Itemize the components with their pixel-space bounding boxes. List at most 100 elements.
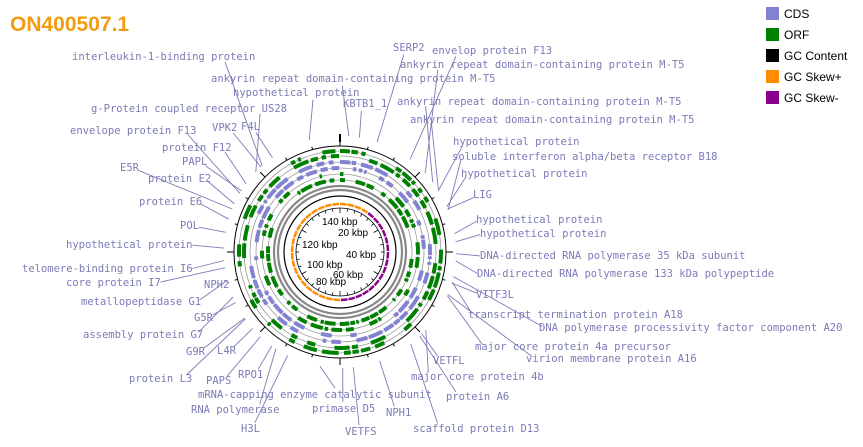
feature-label: transcript termination protein A18	[468, 309, 683, 321]
feature-label: hypothetical protein	[233, 87, 359, 99]
feature-label: VPK2	[212, 122, 237, 134]
feature-label: hypothetical protein	[461, 168, 587, 180]
cds-track	[416, 219, 422, 226]
inner-ruler-tick	[324, 210, 327, 214]
ruler-tick	[245, 304, 249, 307]
feature-label: envelop protein F13	[432, 45, 552, 57]
inner-ruler-tick	[373, 271, 379, 275]
ruler-tick	[392, 343, 395, 347]
cds-track	[374, 167, 389, 178]
cds-track	[274, 177, 289, 190]
feature-label: G9R	[186, 346, 206, 358]
tick-label-40kbp: 40 kbp	[346, 250, 376, 261]
tick-label-20kbp: 20 kbp	[338, 228, 368, 239]
feature-label: hypothetical protein	[66, 239, 192, 251]
feature-label: DNA-directed RNA polymerase 133 kDa poly…	[477, 268, 774, 280]
feature-leader-line	[200, 203, 229, 220]
feature-label: virion membrane protein A16	[526, 353, 697, 365]
feature-label: ankyrin repeat domain-containing protein…	[211, 73, 495, 85]
orf-track	[404, 208, 412, 218]
inner-ruler-tick	[371, 278, 374, 281]
genome-title: ON400507.1	[10, 13, 129, 36]
orf-track	[403, 288, 410, 297]
orf-track	[409, 218, 415, 224]
feature-leader-line	[198, 296, 234, 333]
feature-leader-line	[379, 360, 395, 407]
orf-track	[322, 149, 336, 155]
inner-ruler-tick	[296, 258, 300, 260]
orf-track	[427, 288, 436, 301]
gc-skew-track	[367, 212, 375, 219]
feature-label: POL	[180, 220, 199, 232]
orf-track	[297, 157, 302, 163]
orf-track	[263, 223, 269, 229]
orf-track	[368, 318, 379, 327]
feature-label: soluble interferon alpha/beta receptor B…	[452, 151, 718, 163]
feature-leader-line	[226, 336, 261, 377]
gc-skew-track	[339, 202, 347, 206]
orf-track	[324, 320, 336, 326]
cds-track	[393, 311, 400, 318]
orf-track	[411, 187, 420, 198]
inner-ruler-tick	[371, 223, 374, 226]
feature-label: NPH2	[204, 279, 229, 291]
orf-track	[432, 272, 441, 289]
orf-track	[425, 211, 434, 226]
orf-track	[270, 275, 279, 288]
ruler-tick	[442, 278, 446, 281]
orf-track	[355, 179, 366, 187]
orf-track	[266, 253, 271, 262]
feature-label: protein F12	[162, 142, 232, 154]
inner-ruler-tick	[378, 236, 382, 239]
feature-leader-line	[455, 253, 481, 257]
feature-label: g-Protein coupled receptor US28	[91, 103, 287, 115]
cds-track	[398, 310, 409, 321]
feature-leader-lines	[138, 54, 543, 426]
orf-track	[380, 191, 387, 198]
orf-track	[403, 322, 413, 332]
orf-track	[395, 288, 404, 297]
orf-track	[379, 163, 395, 175]
orf-track	[350, 320, 356, 326]
cds-track	[249, 265, 256, 279]
ruler-tick	[442, 223, 446, 226]
feature-leader-line	[308, 99, 314, 141]
inner-ruler-tick	[366, 218, 369, 221]
cds-track	[363, 169, 368, 175]
orf-track	[401, 177, 412, 188]
orf-track	[242, 224, 250, 241]
legend-swatch-orf	[766, 28, 779, 41]
cds-track	[408, 286, 418, 299]
gc-skew-track	[386, 251, 390, 259]
inner-ruler-tick	[366, 283, 369, 286]
feature-leader-line	[192, 244, 225, 249]
feature-leader-line	[424, 69, 439, 174]
feature-leader-line	[419, 335, 457, 393]
feature-leader-line	[205, 165, 242, 192]
feature-leader-line	[233, 328, 254, 347]
gc-skew-track	[354, 205, 362, 210]
orf-track	[306, 340, 316, 347]
orf-track	[368, 158, 379, 166]
feature-label: assembly protein G7	[83, 329, 203, 341]
inner-ruler-tick	[378, 265, 382, 268]
orf-track	[321, 349, 339, 355]
gc-skew-track	[378, 273, 384, 281]
feature-label: hypothetical protein	[480, 228, 606, 240]
cds-track	[360, 162, 374, 170]
orf-track	[355, 319, 360, 325]
feature-label: ankyrin repeat domain-containing protein…	[397, 96, 681, 108]
orf-track	[257, 194, 265, 202]
feature-label: metallopeptidase G1	[81, 296, 201, 308]
orf-track	[339, 149, 351, 154]
feature-label: ankyrin repeat domain-containing protein…	[400, 59, 684, 71]
orf-track	[320, 319, 325, 325]
ruler-tick	[366, 146, 369, 150]
gc-skew-track	[293, 267, 299, 275]
ruler-tick	[392, 157, 395, 161]
legend: CDS ORF GC Content GC Skew+ GC Skew-	[766, 7, 848, 105]
feature-label: major core protein 4a precursor	[475, 341, 671, 353]
orf-track	[248, 204, 258, 218]
feature-leader-line	[259, 348, 277, 405]
gc-skew-track	[305, 212, 312, 219]
